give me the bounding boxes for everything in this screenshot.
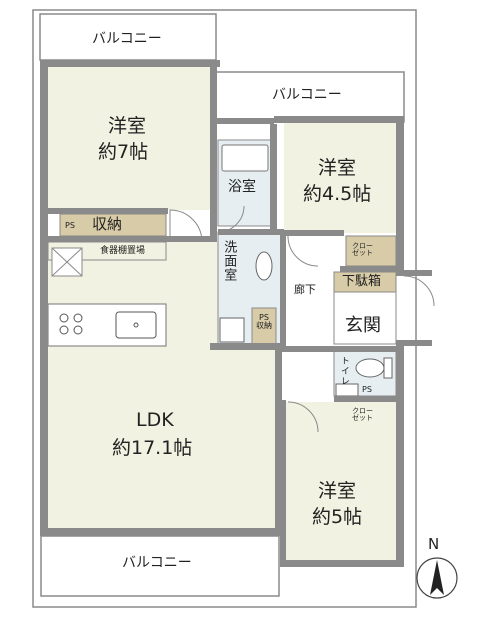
wall-left-top [40, 60, 48, 360]
label-washroom: 洗面室 [221, 240, 237, 282]
label-balcony-right: バルコニー [272, 87, 342, 103]
entrance-door-wall [396, 270, 432, 276]
room-western-5-lower [284, 436, 396, 560]
door-swing-western7 [169, 209, 203, 243]
door-swing-washroom [217, 205, 245, 233]
wall-wash-top [218, 229, 284, 235]
stove-burner-1 [59, 313, 69, 323]
stove-burner-2 [73, 313, 83, 323]
label-ps-storage: PS 収納 [256, 313, 272, 331]
balcony-right [213, 71, 405, 123]
toilet-bowl [355, 358, 385, 378]
wall-western7-right [210, 67, 217, 347]
label-ldk-size: 約17.1帖 [112, 437, 193, 459]
label-corridor: 廊下 [294, 283, 316, 296]
bathtub [221, 144, 269, 172]
label-balcony-top: バルコニー [92, 31, 162, 47]
washing-machine [219, 317, 245, 343]
wall-toilet-bottom [334, 396, 404, 402]
label-closet-upper: クロー ゼット [352, 242, 373, 258]
closet-upper [345, 235, 397, 267]
label-western5-name: 洋室 [318, 480, 357, 502]
label-entrance: 玄関 [345, 315, 381, 336]
stove-burner-3 [59, 325, 69, 335]
room-western-45 [284, 123, 396, 233]
wash-basin [255, 251, 273, 281]
label-ldk-name: LDK [136, 409, 174, 431]
wall-corridor-left [282, 236, 286, 346]
label-western7-name: 洋室 [108, 115, 147, 137]
wall-bath-right [270, 124, 277, 229]
compass-label: N [428, 535, 440, 553]
room-western-7 [48, 67, 212, 210]
entrance-door-wall-2 [396, 340, 432, 346]
wall-w45-bottom [284, 230, 344, 236]
label-western45-name: 洋室 [318, 157, 357, 179]
label-shoe-box: 下駄箱 [342, 274, 382, 289]
wall-storage-bottom [48, 236, 213, 242]
label-dish-shelf: 食器棚置場 [100, 246, 146, 256]
wall-bottom-right [280, 560, 404, 567]
label-western5-size: 約5帖 [312, 506, 363, 528]
balcony-top [39, 13, 217, 61]
kitchen-sink [115, 311, 157, 339]
door-swing-western45 [287, 235, 319, 267]
stove-burner-4 [73, 325, 83, 335]
door-swing-western5 [287, 401, 319, 433]
wall-western7-bottom [48, 208, 168, 214]
wall-wash-bottom [210, 343, 282, 350]
wall-bottom-left [40, 528, 280, 536]
label-ps-left: PS [65, 221, 75, 230]
label-closet-lower: クロー ゼット [352, 407, 373, 423]
wall-ldk-right [275, 346, 282, 536]
sink-drain [133, 322, 139, 328]
wall-top-right [274, 116, 404, 123]
wall-right-bottom [396, 346, 404, 566]
label-toilet: トイレ [338, 356, 349, 386]
wall-right-top [396, 116, 404, 266]
balcony-bottom [40, 535, 280, 597]
label-ps-toilet: PS [362, 385, 372, 394]
label-balcony-bottom: バルコニー [122, 555, 192, 571]
wall-top-mid [214, 118, 274, 124]
label-storage: 収納 [92, 215, 123, 233]
wall-top-western7 [40, 60, 220, 67]
entrance-door-swing [403, 275, 435, 307]
room-entrance [333, 291, 397, 345]
wall-left-bottom [40, 350, 48, 535]
compass-needle [430, 560, 444, 595]
label-western7-size: 約7帖 [98, 141, 149, 163]
wall-w5-left [280, 400, 286, 565]
wall-toilet-top [282, 346, 404, 352]
toilet-tank [383, 357, 393, 379]
label-western45-size: 約4.5帖 [303, 183, 372, 205]
wall-closet-upper-bottom [340, 266, 404, 272]
label-bath: 浴室 [228, 179, 256, 195]
fridge-cross-b [51, 247, 83, 277]
